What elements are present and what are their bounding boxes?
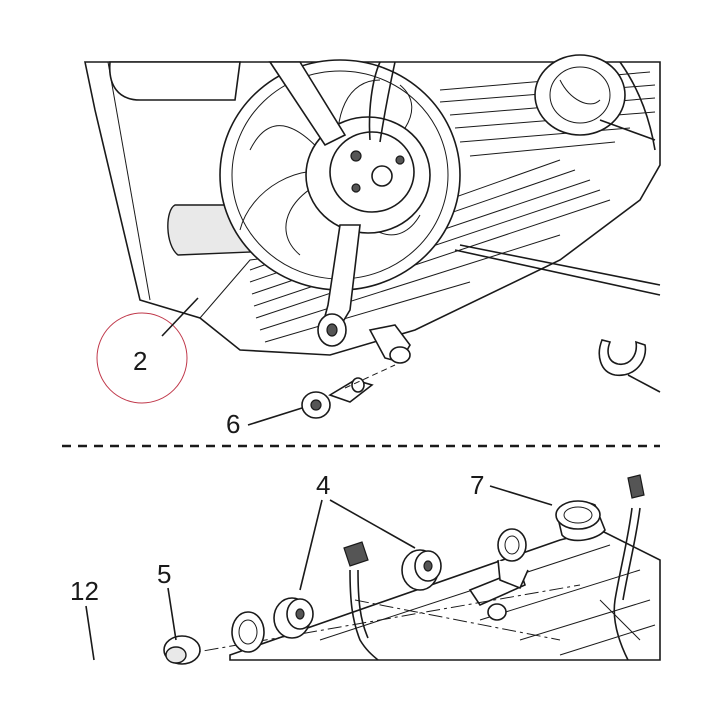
callout-6-label: 6 <box>226 409 240 439</box>
callout-4: 4 <box>299 470 416 591</box>
rubber-grommet <box>163 635 201 665</box>
callout-12-label: 12 <box>70 576 99 606</box>
callout-12: 12 <box>70 576 99 661</box>
callout-5: 5 <box>157 559 177 641</box>
callout-5-label: 5 <box>157 559 171 589</box>
callout-4-label: 4 <box>316 470 330 500</box>
callout-7: 7 <box>470 470 553 506</box>
mounting-bolt <box>301 377 374 419</box>
radiator-fan-assembly <box>84 54 661 364</box>
callout-2: 2 <box>96 297 199 404</box>
callout-7-label: 7 <box>470 470 484 500</box>
callout-6: 6 <box>226 364 396 439</box>
highlight-circle <box>96 312 188 404</box>
fan-switch-sensor <box>555 500 606 542</box>
harness-clip-right <box>401 549 442 591</box>
harness-clip-left <box>273 597 314 639</box>
callout-2-label: 2 <box>133 346 147 376</box>
harness-assembly <box>179 507 661 661</box>
wire-clip <box>598 339 661 393</box>
connector-plug <box>343 474 645 567</box>
